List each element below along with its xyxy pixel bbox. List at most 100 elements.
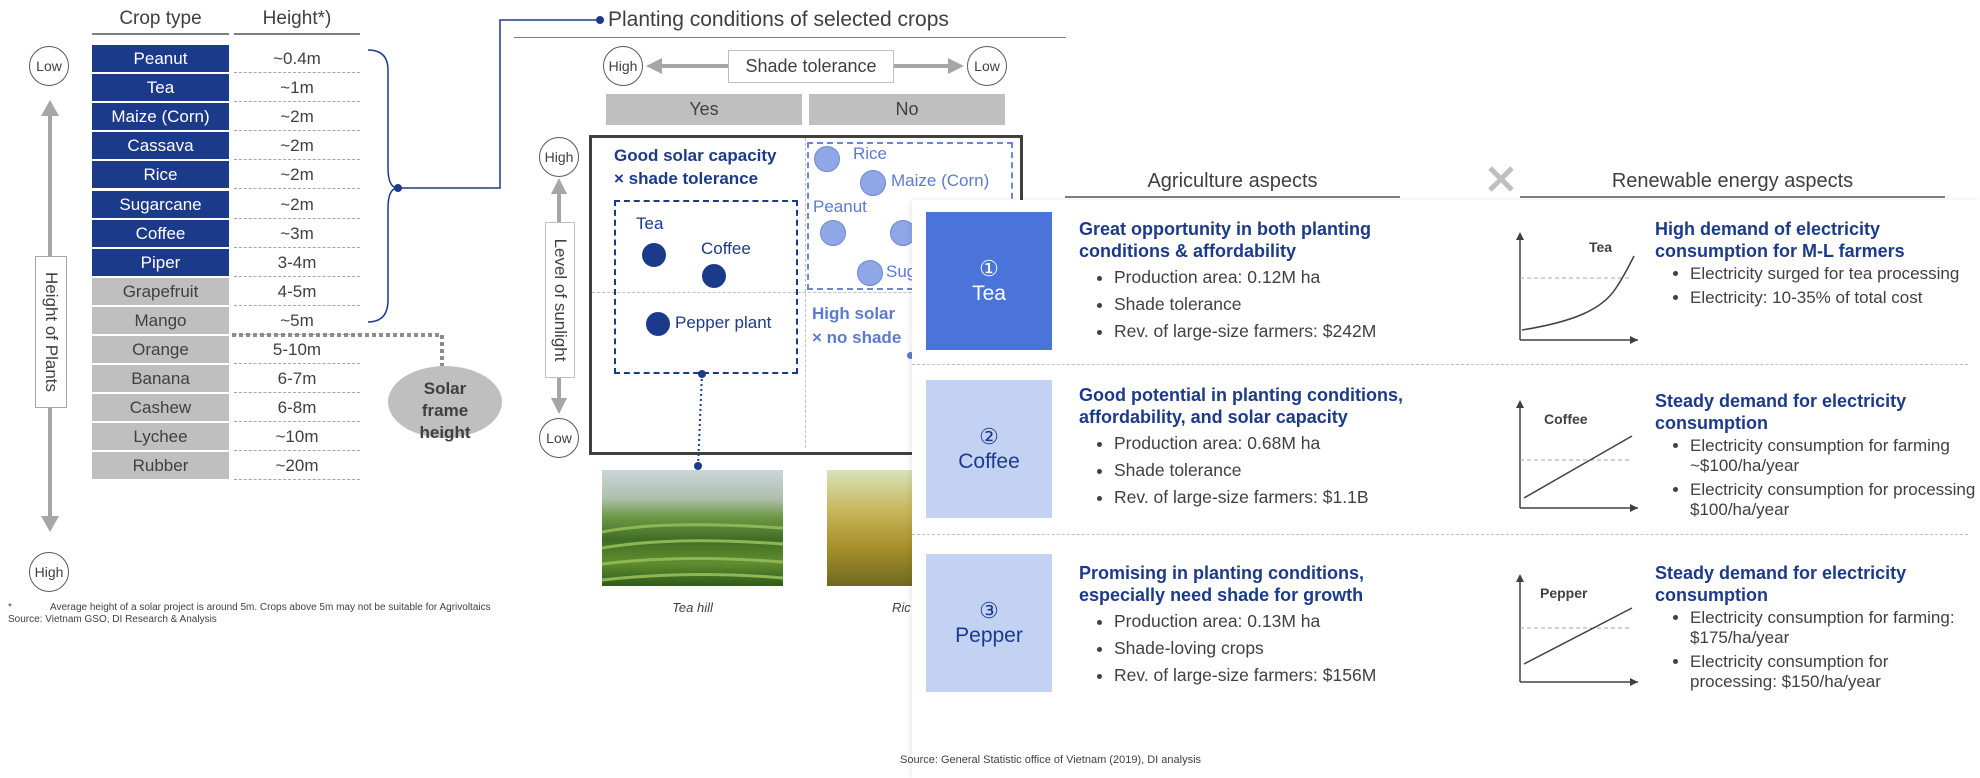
pepper-energy-bullets: Electricity consumption for farming: $17… — [1668, 608, 1980, 696]
height-axis-label: Height of Plants — [35, 256, 67, 408]
tea-energy-bullets: Electricity surged for tea processing El… — [1668, 264, 1980, 312]
crop-name: Coffee — [92, 219, 229, 247]
crop-row: Maize (Corn)~2m — [92, 103, 360, 134]
left-source: Source: Vietnam GSO, DI Research & Analy… — [8, 614, 217, 625]
rice-label: Rice — [853, 144, 888, 163]
peanut-label: Peanut — [813, 197, 867, 216]
coffee-energy-bullets: Electricity consumption for farming ~$10… — [1668, 436, 1980, 524]
crop-height: ~3m — [234, 220, 360, 248]
tea-card-number: ① — [979, 256, 999, 281]
rice-dot — [814, 146, 840, 172]
crop-height: 3-4m — [234, 249, 360, 277]
shade-high-circle: High — [603, 46, 643, 86]
crop-row: Coffee~3m — [92, 219, 360, 251]
planting-title: Planting conditions of selected crops — [608, 8, 949, 31]
crop-height: 6-7m — [234, 365, 360, 394]
tea-card: ① Tea — [926, 212, 1052, 350]
sunlight-label-box: Level of sunlight — [545, 222, 575, 378]
coffee-card-name: Coffee — [958, 450, 1020, 473]
tea-energy-bullet: Electricity surged for tea processing — [1690, 264, 1980, 284]
crop-row: Rice~2m — [92, 161, 360, 192]
agriculture-header: Agriculture aspects — [1065, 170, 1400, 198]
coffee-energy-bullet: Electricity consumption for processing $… — [1690, 480, 1980, 520]
q2-connector-dot — [907, 352, 914, 359]
coffee-agri-bullet: Shade tolerance — [1114, 457, 1369, 484]
crop-row: Lychee~10m — [92, 423, 360, 454]
crop-name: Tea — [92, 74, 229, 102]
tea-energy-bullet: Electricity: 10-35% of total cost — [1690, 288, 1980, 308]
crop-name: Grapefruit — [92, 277, 229, 305]
crop-name: Lychee — [92, 423, 229, 451]
crop-name: Orange — [92, 336, 229, 363]
coffee-label: Coffee — [701, 239, 751, 258]
pepper-mini-chart: Pepper — [1516, 574, 1638, 686]
shade-no: No — [809, 94, 1005, 125]
pepper-energy-bullet: Electricity consumption for processing: … — [1690, 652, 1980, 692]
height-axis-text: Height of Plants — [42, 271, 61, 393]
tea-mini-chart: Tea — [1516, 232, 1638, 344]
sun-high-circle: High — [539, 137, 579, 177]
coffee-mini-chart: Coffee — [1516, 400, 1638, 512]
tea-hill-caption: Tea hill — [672, 600, 713, 615]
maize-label: Maize (Corn) — [891, 171, 990, 190]
maize-dot — [860, 170, 886, 196]
crop-height: ~2m — [234, 103, 360, 132]
q2-title-line2: × no shade — [812, 328, 902, 347]
crop-detail-panel: Agriculture aspects Renewable energy asp… — [900, 166, 1980, 778]
tea-agri-title: Great opportunity in both planting condi… — [1079, 219, 1371, 261]
crop-name: Banana — [92, 365, 229, 393]
crop-name: Maize (Corn) — [92, 103, 229, 131]
tea-dot — [642, 243, 666, 267]
crop-height: ~1m — [234, 74, 360, 103]
crop-height: ~2m — [234, 161, 360, 190]
crop-height: 4-5m — [234, 278, 360, 306]
crop-row: Rubber~20m — [92, 452, 360, 483]
planting-title-rule — [514, 37, 1066, 38]
crop-name: Mango — [92, 306, 229, 334]
coffee-dot — [702, 264, 726, 288]
crop-row: Cassava~2m — [92, 132, 360, 163]
pepper-dot — [646, 312, 670, 336]
crop-name: Rubber — [92, 452, 229, 480]
energy-header: Renewable energy aspects — [1520, 170, 1945, 198]
q1-title-line2: × shade tolerance — [614, 169, 759, 188]
matrix-v-divider — [805, 138, 806, 448]
pepper-plant-label: Pepper plant — [675, 313, 772, 332]
tea-energy-title: High demand of electricity consumption f… — [1655, 219, 1905, 261]
crop-height: 6-8m — [234, 394, 360, 423]
crop-name: Rice — [92, 161, 229, 189]
tea-rows-pattern — [602, 523, 783, 582]
shade-tolerance-label: Shade tolerance — [728, 50, 894, 83]
crop-name: Piper — [92, 248, 229, 276]
q1-dashed-group — [614, 200, 798, 374]
tea-agri-bullet: Rev. of large-size farmers: $242M — [1114, 318, 1376, 345]
footnote: Average height of a solar project is aro… — [50, 602, 491, 613]
crop-height: ~10m — [234, 423, 360, 452]
panel-source: Source: General Statistic office of Viet… — [900, 754, 1202, 766]
pepper-energy-title: Steady demand for electricity consumptio… — [1655, 563, 1907, 605]
coffee-agri-bullet: Production area: 0.68M ha — [1114, 430, 1369, 457]
sugarcane-label: Sug — [886, 262, 917, 281]
matrix-h-divider — [592, 292, 1012, 293]
cross-icon — [1486, 164, 1516, 194]
pepper-agri-title: Promising in planting conditions, especi… — [1079, 563, 1364, 605]
crop-height: ~2m — [234, 132, 360, 161]
solar-frame-line — [232, 333, 444, 366]
pepper-card-name: Pepper — [955, 624, 1023, 647]
pepper-agri-bullet: Production area: 0.13M ha — [1114, 608, 1376, 635]
coffee-chart-label: Coffee — [1544, 411, 1588, 427]
crop-type-header: Crop type — [92, 8, 229, 35]
sun-low-circle: Low — [539, 418, 579, 458]
tea-label: Tea — [636, 214, 664, 233]
tea-agri-bullets: Production area: 0.12M ha Shade toleranc… — [1092, 264, 1376, 345]
pepper-agri-bullet: Rev. of large-size farmers: $156M — [1114, 662, 1376, 689]
pepper-agri-bullet: Shade-loving crops — [1114, 635, 1376, 662]
coffee-energy-bullet: Electricity consumption for farming ~$10… — [1690, 436, 1980, 476]
crop-height: ~0.4m — [234, 45, 360, 73]
pepper-chart-label: Pepper — [1540, 585, 1588, 601]
low-height-circle: Low — [29, 46, 69, 86]
tea-hill-photo — [602, 470, 783, 586]
crop-name: Peanut — [92, 45, 229, 72]
